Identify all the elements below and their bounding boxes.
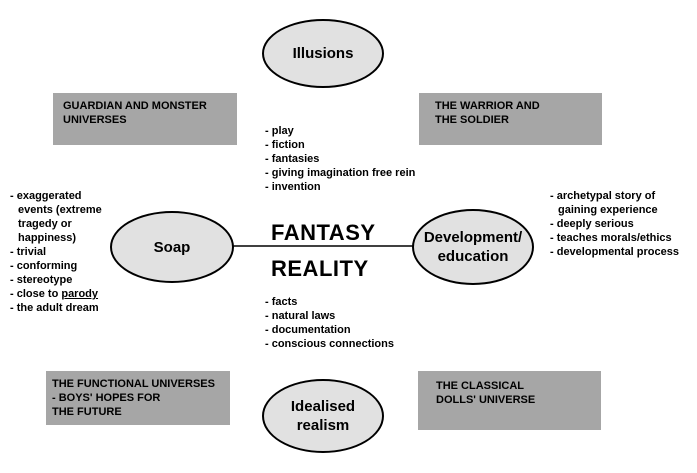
box-classical-dolls: THE CLASSICAL DOLLS' UNIVERSE (418, 371, 601, 430)
soap-list-item: tragedy or (18, 218, 72, 230)
soap-list-item: - stereotype (10, 274, 73, 286)
ellipse-soap: Soap (110, 211, 234, 283)
box-functional-universes: THE FUNCTIONAL UNIVERSES - BOYS' HOPES F… (46, 371, 230, 425)
soap-list-item-parody: - close to parody (10, 287, 102, 301)
ellipse-idealised-line-1: Idealised (290, 398, 356, 415)
development-list-item: - archetypal story of (550, 190, 656, 202)
reality-list-item: - conscious connections (265, 338, 394, 350)
ellipse-idealised-line-2: realism (296, 417, 350, 434)
box-classical-line-2: DOLLS' UNIVERSE (436, 394, 536, 406)
soap-list-item: - trivial (10, 246, 47, 258)
box-functional-line-2: - BOYS' HOPES FOR (52, 392, 161, 404)
ellipse-illusions: Illusions (262, 19, 384, 88)
soap-parody-word: parody (61, 288, 99, 300)
development-list-item: - developmental process (550, 246, 679, 258)
soap-list-item: events (extreme (18, 204, 102, 216)
fantasy-list-item: - giving imagination free rein (265, 167, 416, 179)
soap-parody-prefix: - close to (10, 288, 62, 300)
ellipse-soap-line-1: Soap (153, 238, 191, 256)
box-guardian-monster: GUARDIAN AND MONSTER UNIVERSES (53, 93, 237, 145)
box-guardian-line-2: UNIVERSES (63, 114, 127, 126)
fantasy-list-item: - fiction (265, 139, 305, 151)
soap-list-item: - exaggerated (10, 190, 82, 202)
box-warrior-line-1: THE WARRIOR AND (435, 100, 540, 112)
development-list-item: - deeply serious (550, 218, 634, 230)
soap-list-item: happiness) (18, 232, 77, 244)
reality-list-item: - facts (265, 296, 298, 308)
reality-list-item: - natural laws (265, 310, 336, 322)
fantasy-list-item: - play (265, 125, 294, 137)
ellipse-development-education: Development/ education (412, 209, 534, 285)
box-warrior-soldier: THE WARRIOR AND THE SOLDIER (419, 93, 602, 145)
soap-list-item: - conforming (10, 260, 78, 272)
development-list: - archetypal story of gaining experience… (550, 189, 679, 259)
development-list-item: gaining experience (558, 204, 658, 216)
fantasy-list-item: - invention (265, 181, 321, 193)
box-functional-line-3: THE FUTURE (52, 406, 122, 418)
center-reality: REALITY (271, 256, 369, 281)
fantasy-list: - play - fiction - fantasies - giving im… (265, 124, 415, 194)
reality-list: - facts - natural laws - documentation -… (265, 295, 394, 351)
soap-list: - exaggerated events (extreme tragedy or… (10, 189, 102, 315)
center-fantasy: FANTASY (271, 220, 376, 245)
box-classical-line-1: THE CLASSICAL (436, 380, 524, 392)
fantasy-list-item: - fantasies (265, 153, 320, 165)
ellipse-idealised-realism: Idealised realism (262, 379, 384, 453)
development-list-item: - teaches morals/ethics (550, 232, 672, 244)
ellipse-illusions-line-1: Illusions (292, 45, 354, 62)
soap-list-item: - the adult dream (10, 302, 99, 314)
ellipse-development-line-1: Development/ (423, 229, 523, 246)
ellipse-development-line-2: education (437, 248, 509, 265)
box-functional-line-1: THE FUNCTIONAL UNIVERSES (52, 378, 215, 390)
reality-list-item: - documentation (265, 324, 351, 336)
box-guardian-line-1: GUARDIAN AND MONSTER (63, 100, 207, 112)
box-warrior-line-2: THE SOLDIER (435, 114, 509, 126)
